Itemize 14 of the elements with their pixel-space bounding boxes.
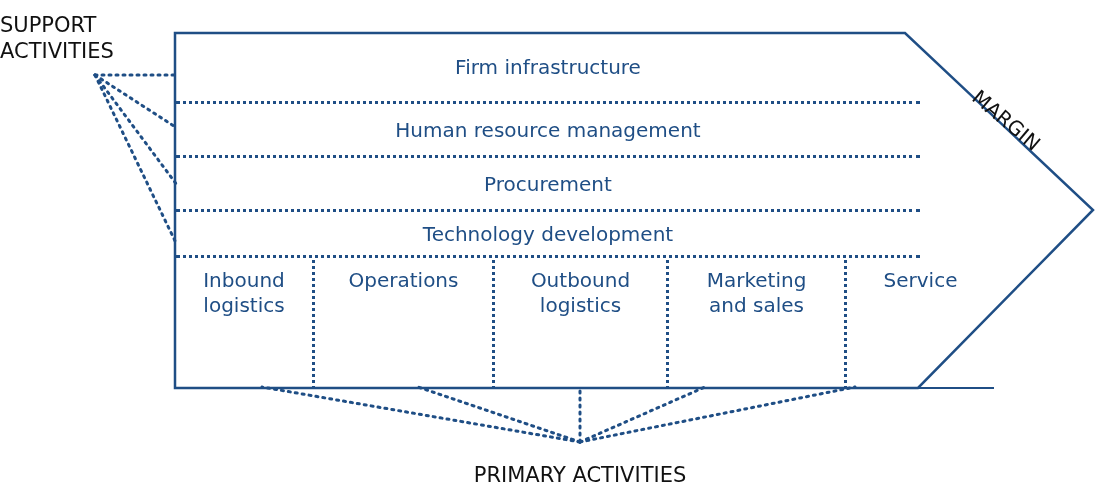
activity-label: Inbound logistics: [202, 268, 286, 318]
activity-label: Outbound logistics: [529, 268, 632, 318]
section-heading: PRIMARY ACTIVITIES: [473, 462, 687, 488]
activity-label: Human resource management: [395, 118, 701, 143]
activity-label: Firm infrastructure: [455, 55, 641, 80]
activity-label: Procurement: [484, 172, 612, 197]
activity-label: Marketing and sales: [705, 268, 808, 318]
primary-activity-column: [844, 260, 994, 389]
activity-label: Technology development: [422, 222, 674, 247]
section-heading: SUPPORT ACTIVITIES: [0, 12, 115, 64]
activity-label: Operations: [348, 268, 459, 293]
leader-line: [416, 385, 582, 444]
activity-label: Service: [883, 268, 958, 293]
leader-line: [578, 385, 857, 444]
